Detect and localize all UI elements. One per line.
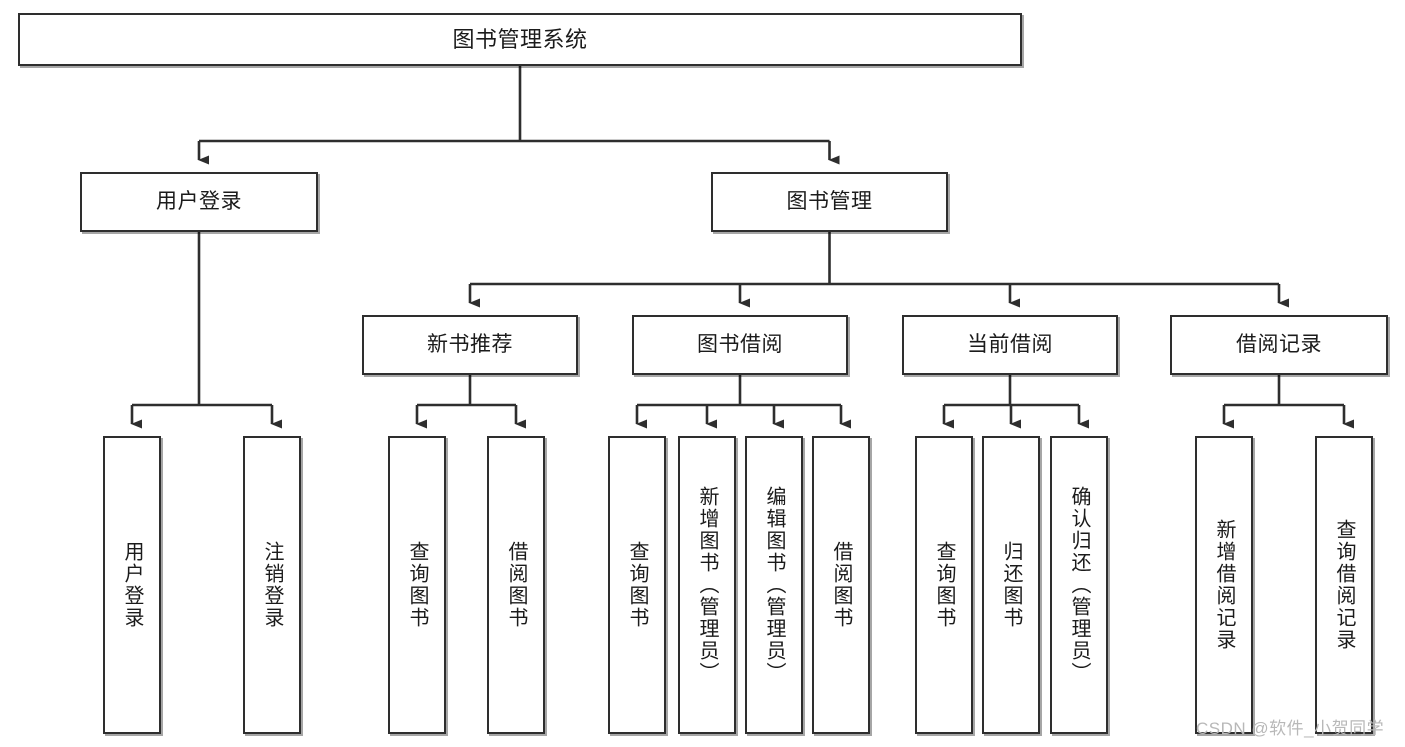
node-leaf-query-record[interactable]: 查询借阅记录 (1315, 436, 1373, 734)
node-label-leaf-edit-book: 编辑图书（管理员） (763, 486, 785, 684)
node-user-login[interactable]: 用户登录 (80, 172, 318, 232)
node-label-leaf-add-book: 新增图书（管理员） (696, 486, 718, 684)
node-label-root: 图书管理系统 (452, 26, 588, 52)
node-current-borrow[interactable]: 当前借阅 (902, 315, 1118, 375)
node-leaf-query-book-a[interactable]: 查询图书 (388, 436, 446, 734)
node-label-leaf-add-record: 新增借阅记录 (1213, 519, 1235, 651)
node-new-book-rec[interactable]: 新书推荐 (362, 315, 578, 375)
node-label-new-book-rec: 新书推荐 (427, 332, 513, 356)
node-label-leaf-borrow-book-a: 借阅图书 (505, 541, 527, 629)
node-label-user-login: 用户登录 (156, 189, 242, 213)
node-leaf-edit-book[interactable]: 编辑图书（管理员） (745, 436, 803, 734)
node-leaf-borrow-book-b[interactable]: 借阅图书 (812, 436, 870, 734)
node-label-current-borrow: 当前借阅 (967, 332, 1053, 356)
node-leaf-borrow-book-a[interactable]: 借阅图书 (487, 436, 545, 734)
node-book-manage[interactable]: 图书管理 (711, 172, 948, 232)
node-leaf-confirm-return[interactable]: 确认归还（管理员） (1050, 436, 1108, 734)
node-label-borrow-record: 借阅记录 (1236, 332, 1322, 356)
node-label-book-borrow: 图书借阅 (697, 332, 783, 356)
node-leaf-return-book[interactable]: 归还图书 (982, 436, 1040, 734)
node-book-borrow[interactable]: 图书借阅 (632, 315, 848, 375)
watermark-label: CSDN @软件_小贺同学 (1196, 719, 1385, 738)
node-label-leaf-confirm-return: 确认归还（管理员） (1068, 486, 1090, 684)
node-label-leaf-query-book-b: 查询图书 (626, 541, 648, 629)
node-leaf-user-logout[interactable]: 注销登录 (243, 436, 301, 734)
node-leaf-query-book-b[interactable]: 查询图书 (608, 436, 666, 734)
node-leaf-add-book[interactable]: 新增图书（管理员） (678, 436, 736, 734)
node-label-leaf-user-login: 用户登录 (121, 541, 143, 629)
node-label-leaf-query-book-c: 查询图书 (933, 541, 955, 629)
node-root[interactable]: 图书管理系统 (18, 13, 1022, 66)
node-label-leaf-user-logout: 注销登录 (261, 541, 283, 629)
node-label-leaf-query-record: 查询借阅记录 (1333, 519, 1355, 651)
node-leaf-add-record[interactable]: 新增借阅记录 (1195, 436, 1253, 734)
node-label-leaf-return-book: 归还图书 (1000, 541, 1022, 629)
node-label-book-manage: 图书管理 (786, 189, 873, 213)
node-label-leaf-borrow-book-b: 借阅图书 (830, 541, 852, 629)
node-leaf-query-book-c[interactable]: 查询图书 (915, 436, 973, 734)
node-borrow-record[interactable]: 借阅记录 (1170, 315, 1388, 375)
node-leaf-user-login[interactable]: 用户登录 (103, 436, 161, 734)
node-label-leaf-query-book-a: 查询图书 (406, 541, 428, 629)
